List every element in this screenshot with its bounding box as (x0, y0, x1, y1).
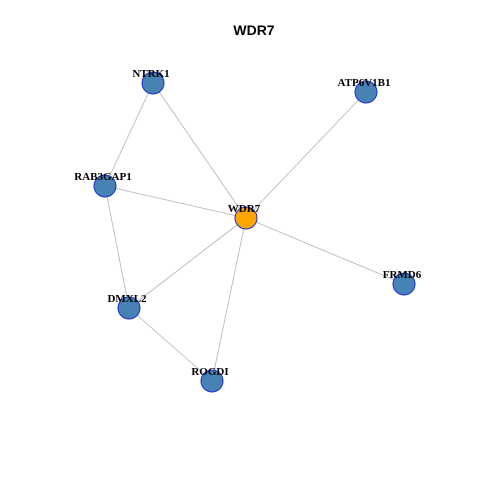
edge-atp6v1b1-wdr7 (245, 91, 367, 219)
edge-layer (104, 82, 405, 382)
node-wdr7[interactable] (234, 206, 258, 230)
node-label-ntrk1: NTRK1 (132, 68, 169, 80)
edge-wdr7-dmxl2 (128, 217, 247, 309)
node-label-frmd6: FRMD6 (383, 269, 422, 281)
node-frmd6[interactable] (392, 272, 416, 296)
node-label-atp6v1b1: ATP6V1B1 (338, 77, 391, 89)
node-ntrk1[interactable] (141, 71, 165, 95)
node-label-rab3gap1: RAB3GAP1 (74, 171, 131, 183)
edge-ntrk1-rab3gap1 (104, 82, 154, 187)
node-label-dmxl2: DMXL2 (107, 293, 147, 305)
node-rogdi[interactable] (200, 369, 224, 393)
node-label-rogdi: ROGDI (191, 366, 228, 378)
node-layer (93, 71, 416, 393)
edge-ntrk1-wdr7 (152, 82, 247, 219)
node-rab3gap1[interactable] (93, 174, 117, 198)
node-dmxl2[interactable] (117, 296, 141, 320)
node-atp6v1b1[interactable] (354, 80, 378, 104)
edge-dmxl2-rogdi (128, 307, 213, 382)
edge-rab3gap1-dmxl2 (104, 185, 130, 309)
edge-wdr7-rogdi (211, 217, 247, 382)
edge-rab3gap1-wdr7 (104, 185, 247, 219)
graph-title: WDR7 (233, 22, 274, 38)
edge-wdr7-frmd6 (245, 217, 405, 285)
node-label-wdr7: WDR7 (228, 203, 261, 215)
